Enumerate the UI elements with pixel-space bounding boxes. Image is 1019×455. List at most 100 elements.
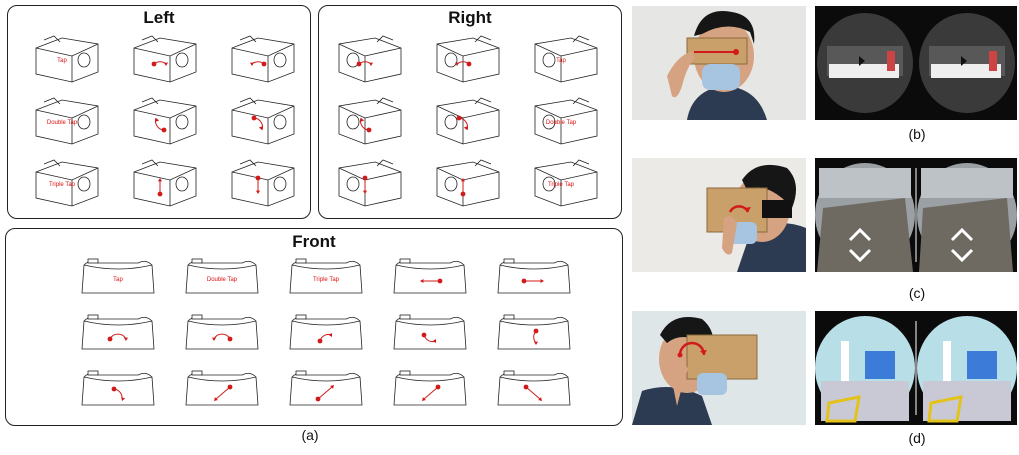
viewer-drawing [81, 370, 155, 406]
gesture-label: Tap [57, 58, 67, 64]
gesture-cell [228, 34, 300, 93]
viewer-drawing [497, 314, 571, 350]
front-gesture-panel: Front Tap Double Tap Triple Tap [5, 228, 623, 426]
viewer-drawing [231, 97, 295, 145]
gesture-cell: Double Tap [531, 96, 603, 155]
viewer-drawing [231, 35, 295, 83]
gesture-arrow-icon [157, 178, 163, 197]
caption-b: (b) [908, 126, 926, 142]
gesture-cell [228, 158, 300, 217]
gesture-cell: Triple Tap [531, 158, 603, 217]
viewer-drawing [185, 370, 259, 406]
viewer-drawing [133, 97, 197, 145]
gesture-arrow-icon [533, 328, 539, 345]
gesture-cell: Triple Tap [32, 158, 104, 217]
gesture-arrow-icon [521, 278, 544, 284]
gesture-cell: Double Tap [182, 257, 264, 306]
viewer-drawing: Double Tap [185, 258, 259, 294]
gesture-cell [494, 257, 576, 306]
viewer-drawing: Tap [534, 35, 598, 83]
gesture-cell [78, 369, 160, 418]
viewer-drawing: Triple Tap [534, 159, 598, 207]
gesture-arrow-icon [214, 384, 233, 401]
gesture-arrow-icon [111, 386, 126, 401]
viewer-drawing [338, 35, 402, 83]
gesture-arrow-icon [155, 117, 167, 133]
viewer-drawing [393, 314, 467, 350]
gesture-cell [182, 369, 264, 418]
gesture-arrow-icon [107, 333, 129, 342]
gesture-label: Triple Tap [313, 277, 340, 283]
photo-user-thumb-swipe [632, 311, 806, 425]
gesture-cell [335, 96, 407, 155]
gesture-cell [335, 34, 407, 93]
gesture-cell [433, 34, 505, 93]
viewer-drawing [436, 159, 500, 207]
gesture-cell [182, 313, 264, 362]
viewer-drawing [133, 35, 197, 83]
gesture-arrow-icon [211, 333, 233, 342]
viewer-drawing: Tap [81, 258, 155, 294]
viewer-drawing [289, 370, 363, 406]
left-gesture-panel: Left Tap Double Tap [7, 5, 311, 219]
gesture-cell: Double Tap [32, 96, 104, 155]
gesture-label: Tap [556, 58, 566, 64]
gesture-arrow-icon [454, 61, 472, 67]
viewer-drawing [185, 314, 259, 350]
front-panel-title: Front [292, 232, 336, 251]
gesture-arrow-icon [356, 61, 374, 67]
gesture-cell: Tap [78, 257, 160, 306]
vr-view-train [815, 158, 1017, 272]
viewer-drawing: Triple Tap [289, 258, 363, 294]
gesture-label: Triple Tap [49, 182, 76, 188]
gesture-arrow-icon [362, 175, 368, 194]
gesture-cell [78, 313, 160, 362]
gesture-cell [433, 96, 505, 155]
caption-a: (a) [301, 427, 319, 443]
viewer-drawing [231, 159, 295, 207]
gesture-cell [228, 96, 300, 155]
photo-user-front-swipe [632, 158, 806, 272]
gesture-label: Double Tap [207, 277, 238, 283]
gesture-arrow-icon [255, 175, 261, 194]
vr-view-piano [815, 6, 1017, 120]
viewer-drawing [393, 258, 467, 294]
gesture-cell [390, 257, 472, 306]
viewer-drawing: Double Tap [35, 97, 99, 145]
gesture-cell [286, 313, 368, 362]
right-gesture-grid: Tap Double Tap Triple Tap [319, 32, 621, 218]
gesture-arrow-icon [251, 115, 263, 131]
viewer-drawing [436, 35, 500, 83]
viewer-drawing: Double Tap [534, 97, 598, 145]
gesture-cell [433, 158, 505, 217]
gesture-arrow-icon [360, 117, 372, 133]
viewer-drawing [338, 97, 402, 145]
gesture-cell [494, 313, 576, 362]
gesture-arrow-icon [523, 384, 542, 401]
gesture-cell: Triple Tap [286, 257, 368, 306]
gesture-label: Triple Tap [548, 182, 575, 188]
caption-d: (d) [908, 430, 926, 446]
gesture-cell [390, 313, 472, 362]
gesture-arrow-icon [420, 278, 443, 284]
viewer-drawing [338, 159, 402, 207]
gesture-cell [130, 34, 202, 93]
right-gesture-panel: Right Tap Double Tap [318, 5, 622, 219]
left-panel-title: Left [143, 8, 175, 27]
vr-view-game [815, 311, 1017, 425]
gesture-cell [286, 369, 368, 418]
gesture-cell [494, 369, 576, 418]
gesture-cell [335, 158, 407, 217]
viewer-drawing [436, 97, 500, 145]
gesture-arrow-icon [315, 385, 334, 402]
viewer-drawing [289, 314, 363, 350]
gesture-arrow-icon [317, 333, 333, 344]
gesture-arrow-icon [456, 115, 468, 131]
gesture-cell: Tap [32, 34, 104, 93]
gesture-label: Tap [113, 277, 123, 283]
gesture-cell [390, 369, 472, 418]
gesture-arrow-icon [151, 61, 169, 67]
viewer-drawing [81, 314, 155, 350]
viewer-drawing [497, 258, 571, 294]
photo-user-side-tap [632, 6, 806, 120]
